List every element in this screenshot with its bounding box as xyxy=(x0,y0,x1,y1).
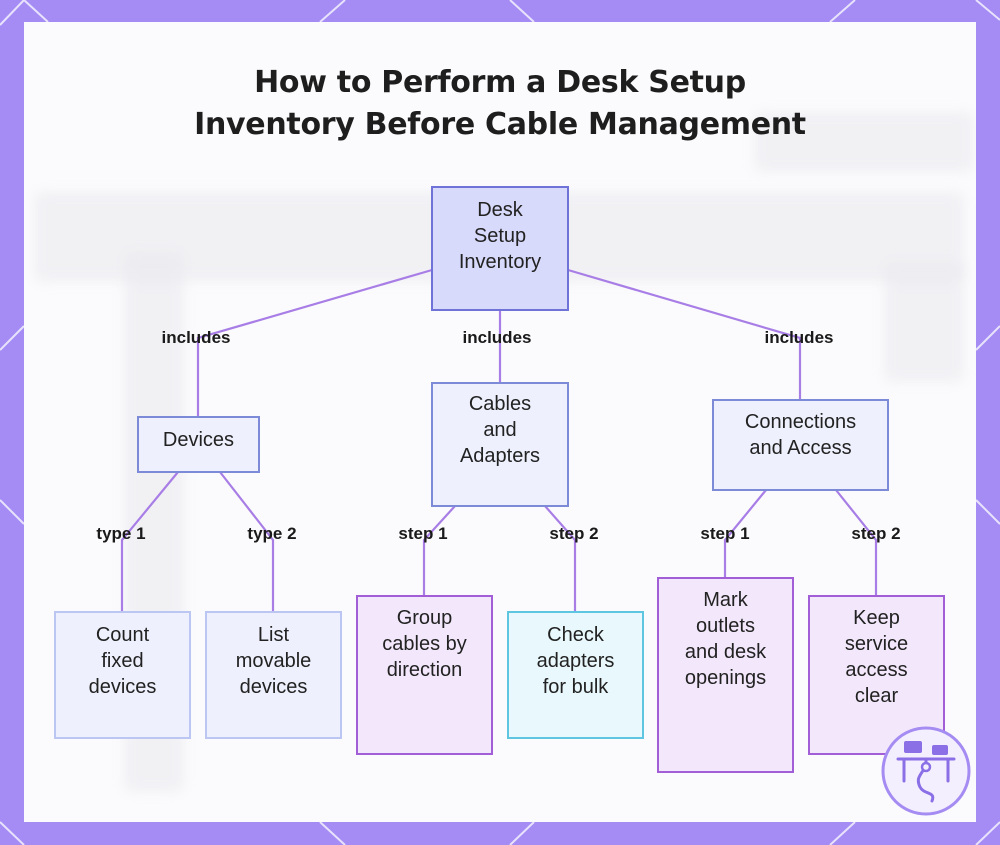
edge-root-connections xyxy=(567,268,802,400)
edge-label-includes: includes xyxy=(462,328,532,347)
node-label: Group cables by direction xyxy=(382,607,467,681)
node-check-adapters-for-bulk: Check adapters for bulk xyxy=(507,611,644,739)
edge-devices-list xyxy=(219,471,275,612)
edge-label-includes: includes xyxy=(161,328,231,347)
node-label: Mark outlets and desk openings xyxy=(684,589,767,689)
edge-label-step-1: step 1 xyxy=(398,524,448,543)
edge-label-step-2: step 2 xyxy=(851,524,901,543)
title-line-1: How to Perform a Desk Setup xyxy=(254,65,746,100)
node-label: Cables and Adapters xyxy=(459,393,541,467)
background-blur xyxy=(884,262,964,382)
node-label: Keep service access clear xyxy=(844,607,909,707)
node-list-movable-devices: List movable devices xyxy=(205,611,342,739)
node-connections-and-access: Connections and Access xyxy=(712,399,889,491)
edge-label-type-2: type 2 xyxy=(247,524,297,543)
node-label: Connections and Access xyxy=(744,411,857,459)
edge-label-type-1: type 1 xyxy=(96,524,146,543)
title-line-2: Inventory Before Cable Management xyxy=(194,107,806,142)
edge-label-step-2: step 2 xyxy=(549,524,599,543)
edge-connections-mark xyxy=(723,489,767,578)
edge-root-devices xyxy=(196,268,433,417)
diagram-title: How to Perform a Desk Setup Inventory Be… xyxy=(0,62,1000,146)
edge-label-step-1: step 1 xyxy=(700,524,750,543)
node-mark-outlets-and-desk-openings: Mark outlets and desk openings xyxy=(657,577,794,773)
node-label: List movable devices xyxy=(235,624,312,698)
edge-connections-keep xyxy=(835,489,878,596)
edge-devices-count xyxy=(120,471,179,612)
edge-label-includes: includes xyxy=(764,328,834,347)
node-label: Count fixed devices xyxy=(88,624,157,698)
node-label: Desk Setup Inventory xyxy=(458,199,542,273)
node-devices: Devices xyxy=(137,416,260,473)
edge-cables-group xyxy=(422,505,456,596)
background-blur xyxy=(754,112,974,172)
node-label: Check adapters for bulk xyxy=(536,624,615,698)
node-label: Devices xyxy=(162,429,235,451)
node-cables-and-adapters: Cables and Adapters xyxy=(431,382,569,507)
desk-cable-logo-icon xyxy=(881,726,971,816)
node-desk-setup-inventory: Desk Setup Inventory xyxy=(431,186,569,311)
edge-cables-check xyxy=(544,505,577,612)
node-group-cables-by-direction: Group cables by direction xyxy=(356,595,493,755)
node-count-fixed-devices: Count fixed devices xyxy=(54,611,191,739)
